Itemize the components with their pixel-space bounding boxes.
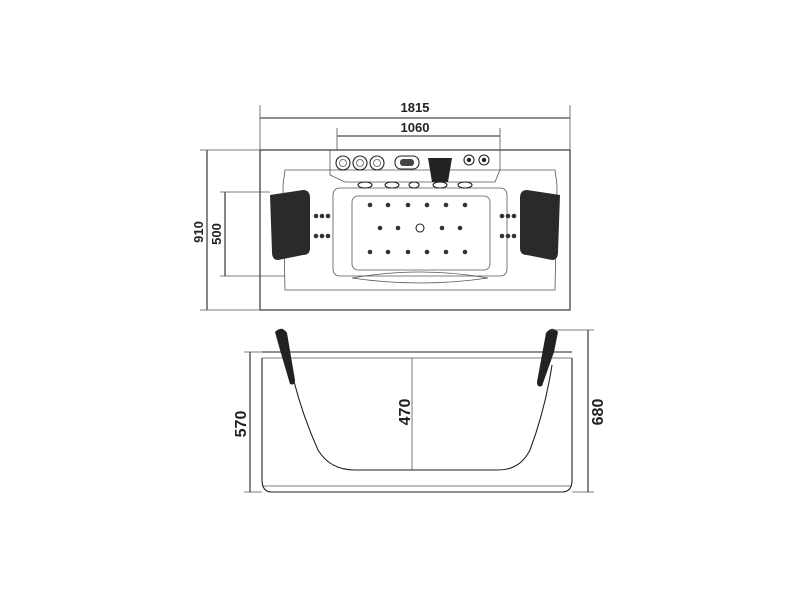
basin-floor [351,195,491,271]
knob-3 [369,155,385,171]
knob-2 [352,155,368,171]
tub-side-outline [261,358,573,493]
dimension-outer-height: 570 [233,351,262,493]
control-panel-housing [329,150,501,183]
dimension-total-height: 680 [550,329,607,493]
dimension-label-total-width: 910 [191,221,206,243]
spout [428,158,452,182]
dimension-total-width: 910 [191,149,260,311]
side-view: 570 470 680 [233,328,607,493]
dimension-inner-length: 1060 [336,120,501,150]
dimension-label-total-height: 680 [590,399,607,426]
control-knobs [335,154,490,182]
top-view: 1815 1060 910 500 [191,100,571,311]
floor-jets [367,202,468,255]
dimension-inner-depth: 470 [397,399,414,426]
drain-plate [351,271,489,284]
dimension-label-outer-height: 570 [233,411,250,438]
tub-deck-outline [282,169,558,291]
button-1 [463,154,475,166]
tub-outer-rim [259,149,571,311]
dimension-inner-width: 500 [209,191,285,277]
dimension-total-length: 1815 [259,100,571,150]
fittings-row [357,181,473,189]
headrest-left [270,190,310,260]
inner-basin [332,187,508,277]
headrest-right-side [537,328,558,387]
dimension-label-total-length: 1815 [401,100,430,115]
basin-profile [289,364,553,471]
dimension-label-inner-width: 500 [209,223,224,245]
dimension-label-inner-length: 1060 [401,120,430,135]
side-jets [313,213,517,239]
headrest-right [520,190,560,260]
centre-jet [415,223,425,233]
dimension-label-inner-depth: 470 [397,399,414,426]
headrest-left-side [275,328,295,385]
control-display [394,155,420,170]
knob-1 [335,155,351,171]
button-2 [478,154,490,166]
